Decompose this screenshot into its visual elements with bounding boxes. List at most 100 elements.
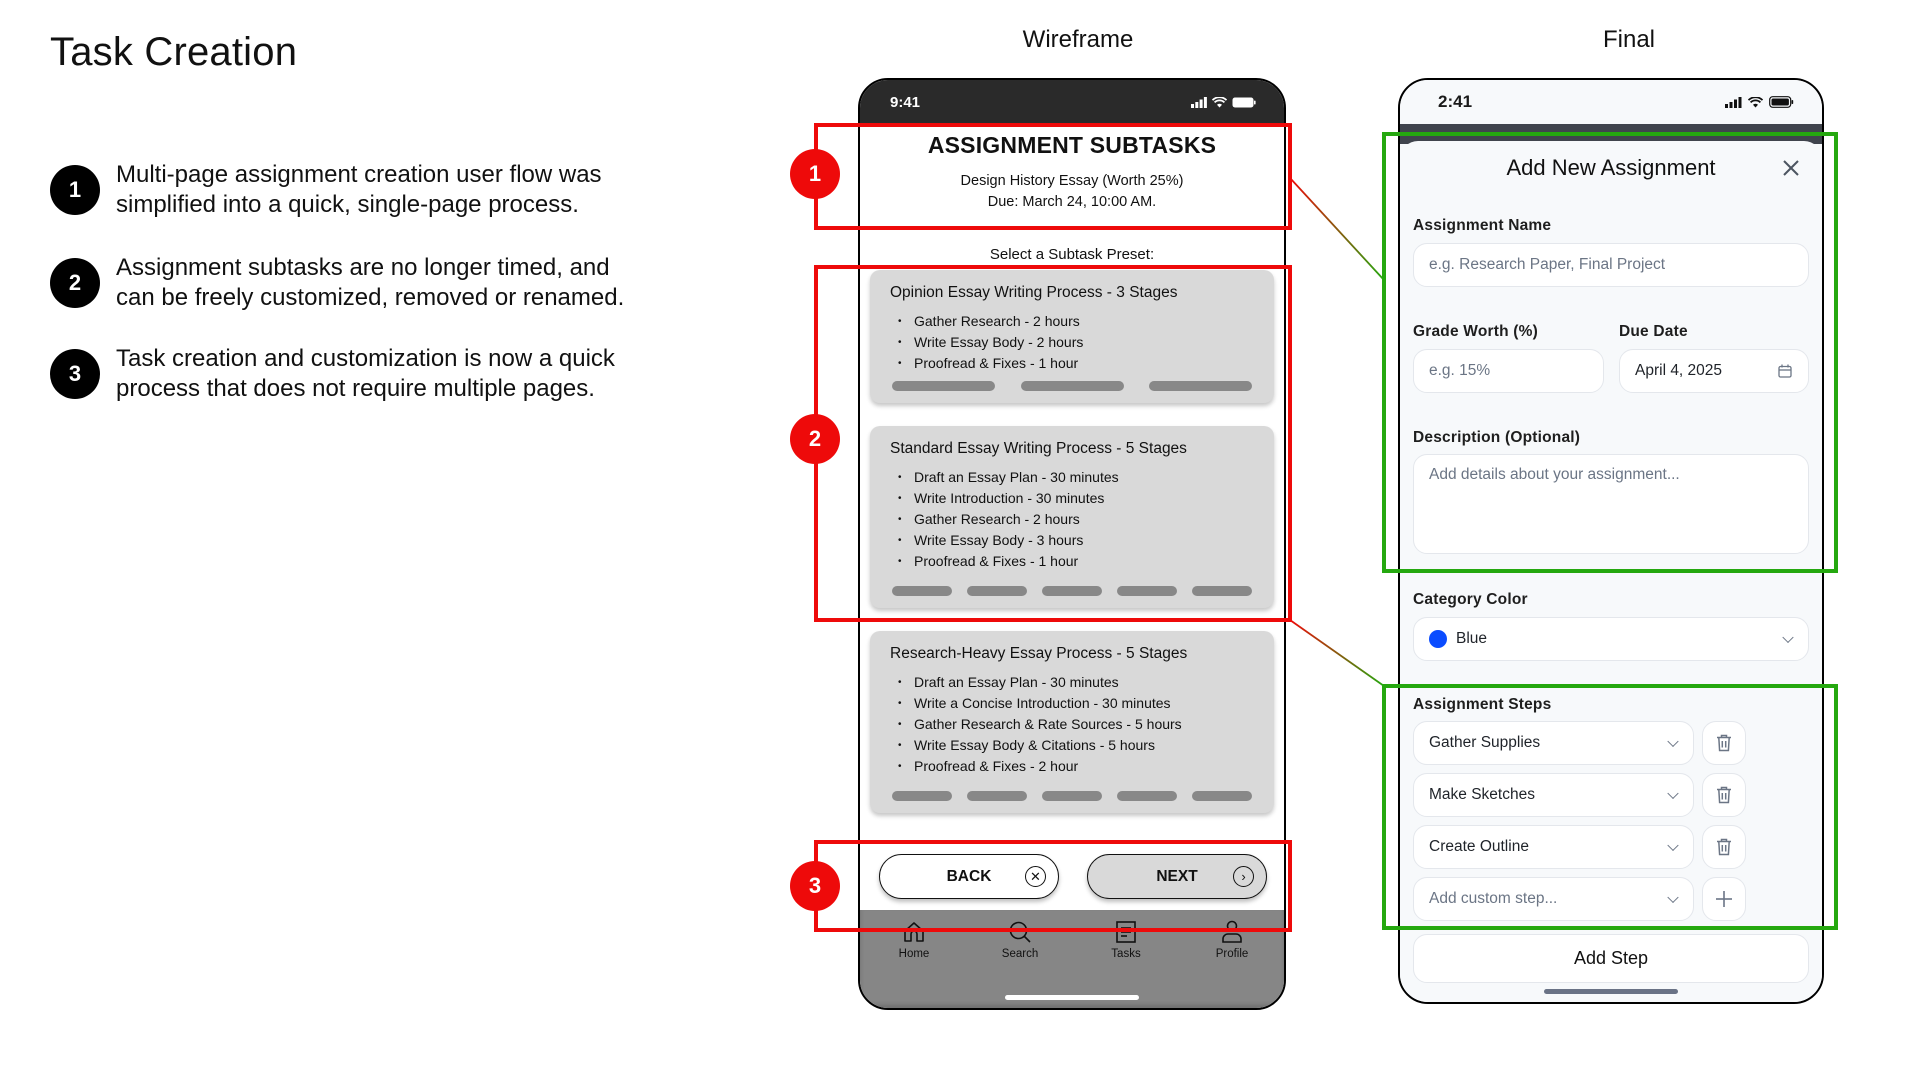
assignment-steps-label: Assignment Steps [1413, 696, 1552, 713]
grade-worth-input[interactable]: e.g. 15% [1413, 349, 1604, 393]
final-highlight-box-1 [1382, 132, 1838, 573]
description-textarea[interactable]: Add details about your assignment... [1413, 454, 1809, 554]
step-select-1[interactable]: Gather Supplies [1413, 721, 1694, 765]
chevron-down-icon [1782, 631, 1794, 644]
assignment-name: Design History Essay (Worth 25%) [960, 173, 1184, 189]
description-label: Description (Optional) [1413, 429, 1581, 446]
delete-step-button-1[interactable] [1702, 721, 1746, 765]
wireframe-column-label: Wireframe [1022, 26, 1134, 53]
highlight-badge-1: 1 [790, 149, 840, 199]
preset-step: Draft an Essay Plan - 30 minutes [898, 467, 1254, 488]
status-icons [1725, 96, 1794, 108]
battery-icon [1769, 96, 1794, 108]
stage-bar [1042, 586, 1102, 596]
step-select-3[interactable]: Create Outline [1413, 825, 1694, 869]
back-button[interactable]: BACK ✕ [879, 854, 1059, 899]
preset-steps: Gather Research - 2 hours Write Essay Bo… [890, 311, 1254, 374]
preset-step: Proofread & Fixes - 1 hour [898, 551, 1254, 572]
close-icon [1783, 160, 1799, 176]
preset-title: Research-Heavy Essay Process - 5 Stages [890, 645, 1188, 662]
screen-title: ASSIGNMENT SUBTASKS [927, 132, 1217, 158]
status-time: 2:41 [1438, 92, 1473, 111]
highlight-box-2 [814, 265, 1292, 622]
category-color-select[interactable]: Blue [1413, 617, 1809, 661]
trash-icon [1717, 734, 1731, 752]
color-swatch [1429, 630, 1447, 648]
status-time: 9:41 [890, 93, 921, 111]
add-step-button[interactable]: Add Step [1413, 934, 1809, 983]
preset-step: Proofread & Fixes - 2 hour [898, 756, 1254, 777]
stage-bars [892, 381, 1252, 391]
stage-bar [892, 381, 995, 391]
stage-bar [892, 791, 952, 801]
preset-step: Gather Research - 2 hours [898, 509, 1254, 530]
final-column-label: Final [1602, 26, 1656, 53]
trash-icon [1717, 786, 1731, 804]
connector-2 [1289, 619, 1385, 687]
note-2: 2 Assignment subtasks are no longer time… [50, 253, 650, 313]
battery-icon [1232, 97, 1256, 107]
page-title: Task Creation [50, 30, 298, 74]
preset-card-research-heavy[interactable]: Research-Heavy Essay Process - 5 Stages … [870, 631, 1274, 813]
home-indicator [1005, 995, 1139, 1000]
bottom-nav: Home Search Tasks Profile [860, 910, 1284, 1008]
assignment-due: Due: March 24, 10:00 AM. [987, 194, 1157, 210]
calendar-icon [1778, 364, 1792, 378]
preset-step: Proofread & Fixes - 1 hour [898, 353, 1254, 374]
stage-bar [1192, 586, 1252, 596]
stage-bar [1192, 791, 1252, 801]
stage-bar [967, 791, 1027, 801]
wifi-icon [1212, 96, 1227, 107]
close-button[interactable] [1778, 155, 1804, 181]
stage-bar [1117, 586, 1177, 596]
stage-bars [892, 586, 1252, 596]
preset-step: Write Essay Body - 2 hours [898, 332, 1254, 353]
preset-step: Gather Research & Rate Sources - 5 hours [898, 714, 1254, 735]
trash-icon [1717, 838, 1731, 856]
delete-step-button-3[interactable] [1702, 825, 1746, 869]
stage-bar [967, 586, 1027, 596]
home-indicator [1544, 989, 1678, 994]
stage-bar [1020, 381, 1124, 391]
note-number-badge: 1 [50, 165, 100, 215]
note-1: 1 Multi-page assignment creation user fl… [50, 160, 650, 220]
assignment-name-label: Assignment Name [1413, 217, 1552, 234]
preset-select-label: Select a Subtask Preset: [989, 246, 1155, 263]
preset-title: Opinion Essay Writing Process - 3 Stages [890, 284, 1178, 301]
stage-bar [1117, 791, 1177, 801]
stage-bar [892, 586, 952, 596]
stage-bar [1149, 381, 1252, 391]
highlight-badge-3: 3 [790, 861, 840, 911]
assignment-info: Design History Essay (Worth 25%) Due: Ma… [860, 171, 1284, 213]
note-text: Assignment subtasks are no longer timed,… [116, 254, 625, 311]
signal-icon [1191, 96, 1207, 108]
preset-step: Write a Concise Introduction - 30 minute… [898, 693, 1254, 714]
custom-step-input[interactable]: Add custom step... [1413, 877, 1694, 921]
final-highlight-box-2 [1382, 684, 1838, 930]
assignment-name-input[interactable]: e.g. Research Paper, Final Project [1413, 243, 1809, 287]
highlight-badge-2: 2 [790, 414, 840, 464]
preset-step: Write Essay Body & Citations - 5 hours [898, 735, 1254, 756]
preset-step: Write Introduction - 30 minutes [898, 488, 1254, 509]
due-date-input[interactable]: April 4, 2025 [1619, 349, 1809, 393]
signal-icon [1725, 96, 1742, 108]
preset-steps: Draft an Essay Plan - 30 minutes Write a… [890, 672, 1254, 777]
step-select-2[interactable]: Make Sketches [1413, 773, 1694, 817]
wifi-icon [1748, 96, 1763, 107]
status-bar: 2:41 [1400, 80, 1822, 124]
due-date-label: Due Date [1619, 323, 1688, 340]
add-custom-step-button[interactable] [1702, 877, 1746, 921]
preset-card-opinion[interactable]: Opinion Essay Writing Process - 3 Stages… [870, 270, 1274, 403]
preset-card-standard[interactable]: Standard Essay Writing Process - 5 Stage… [870, 426, 1274, 608]
note-number-badge: 3 [50, 349, 100, 399]
stage-bars [892, 791, 1252, 801]
highlight-box-1 [814, 123, 1292, 230]
delete-step-button-2[interactable] [1702, 773, 1746, 817]
highlight-box-3 [814, 840, 1292, 932]
preset-step: Gather Research - 2 hours [898, 311, 1254, 332]
status-icons [1191, 96, 1256, 108]
note-text: Task creation and customization is now a… [116, 345, 615, 402]
close-circle-icon: ✕ [1025, 866, 1046, 887]
next-button[interactable]: NEXT › [1087, 854, 1267, 899]
